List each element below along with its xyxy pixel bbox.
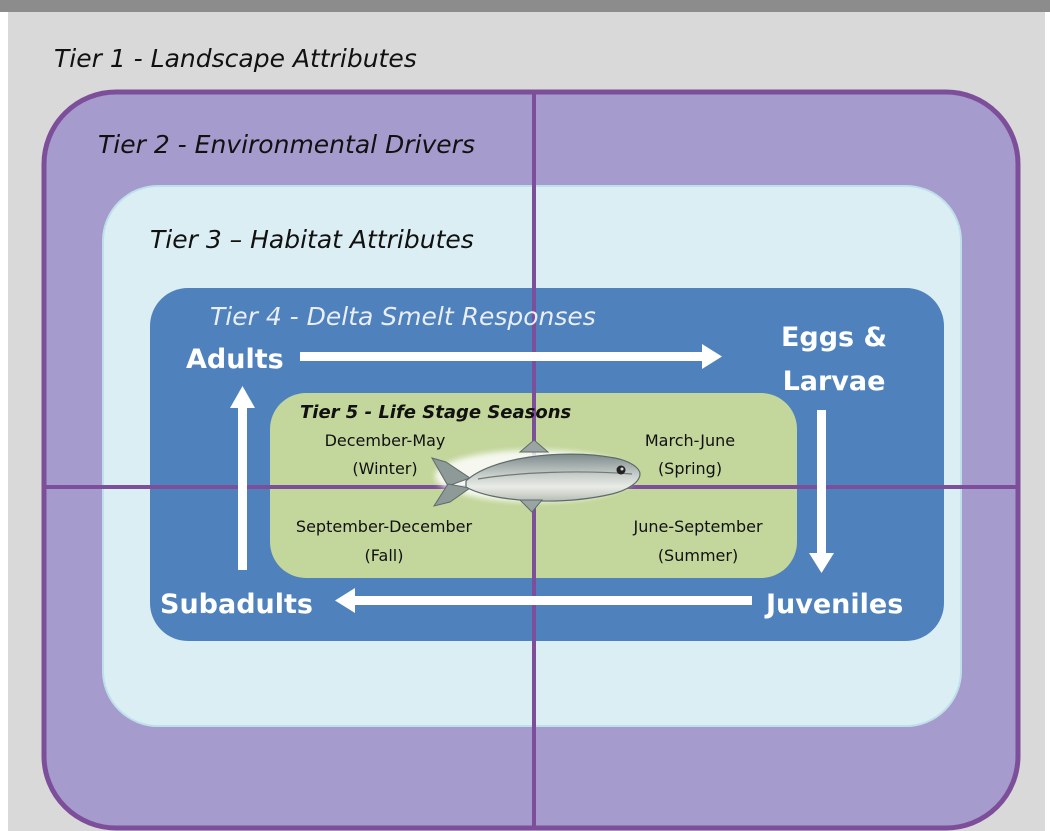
season-summer-months: June-September (632, 517, 762, 536)
delta-smelt-fish-icon (430, 439, 641, 513)
tier3-label: Tier 3 – Habitat Attributes (150, 225, 474, 254)
season-winter-months: December-May (325, 431, 446, 450)
season-summer-name: (Summer) (658, 546, 738, 565)
stage-eggs-line1: Eggs & (781, 322, 887, 353)
season-spring-name: (Spring) (658, 459, 722, 478)
season-winter-name: (Winter) (352, 459, 417, 478)
tier2-label: Tier 2 - Environmental Drivers (98, 130, 475, 159)
arrow-adults-to-eggs (300, 344, 722, 369)
tier5-label: Tier 5 - Life Stage Seasons (300, 402, 572, 423)
arrow-subadults-to-adults (230, 386, 255, 570)
stage-juveniles: Juveniles (764, 589, 903, 620)
stage-adults: Adults (186, 344, 284, 375)
season-fall-name: (Fall) (365, 546, 404, 565)
stage-eggs-line2: Larvae (783, 366, 886, 397)
season-fall-months: September-December (296, 517, 473, 536)
tier4-label: Tier 4 - Delta Smelt Responses (210, 302, 596, 331)
arrow-juveniles-to-subadults (335, 588, 752, 613)
top-border (0, 0, 1050, 12)
season-spring-months: March-June (645, 431, 735, 450)
tier1-label: Tier 1 - Landscape Attributes (54, 44, 417, 73)
stage-subadults: Subadults (160, 589, 313, 620)
arrow-eggs-to-juveniles (809, 410, 834, 573)
